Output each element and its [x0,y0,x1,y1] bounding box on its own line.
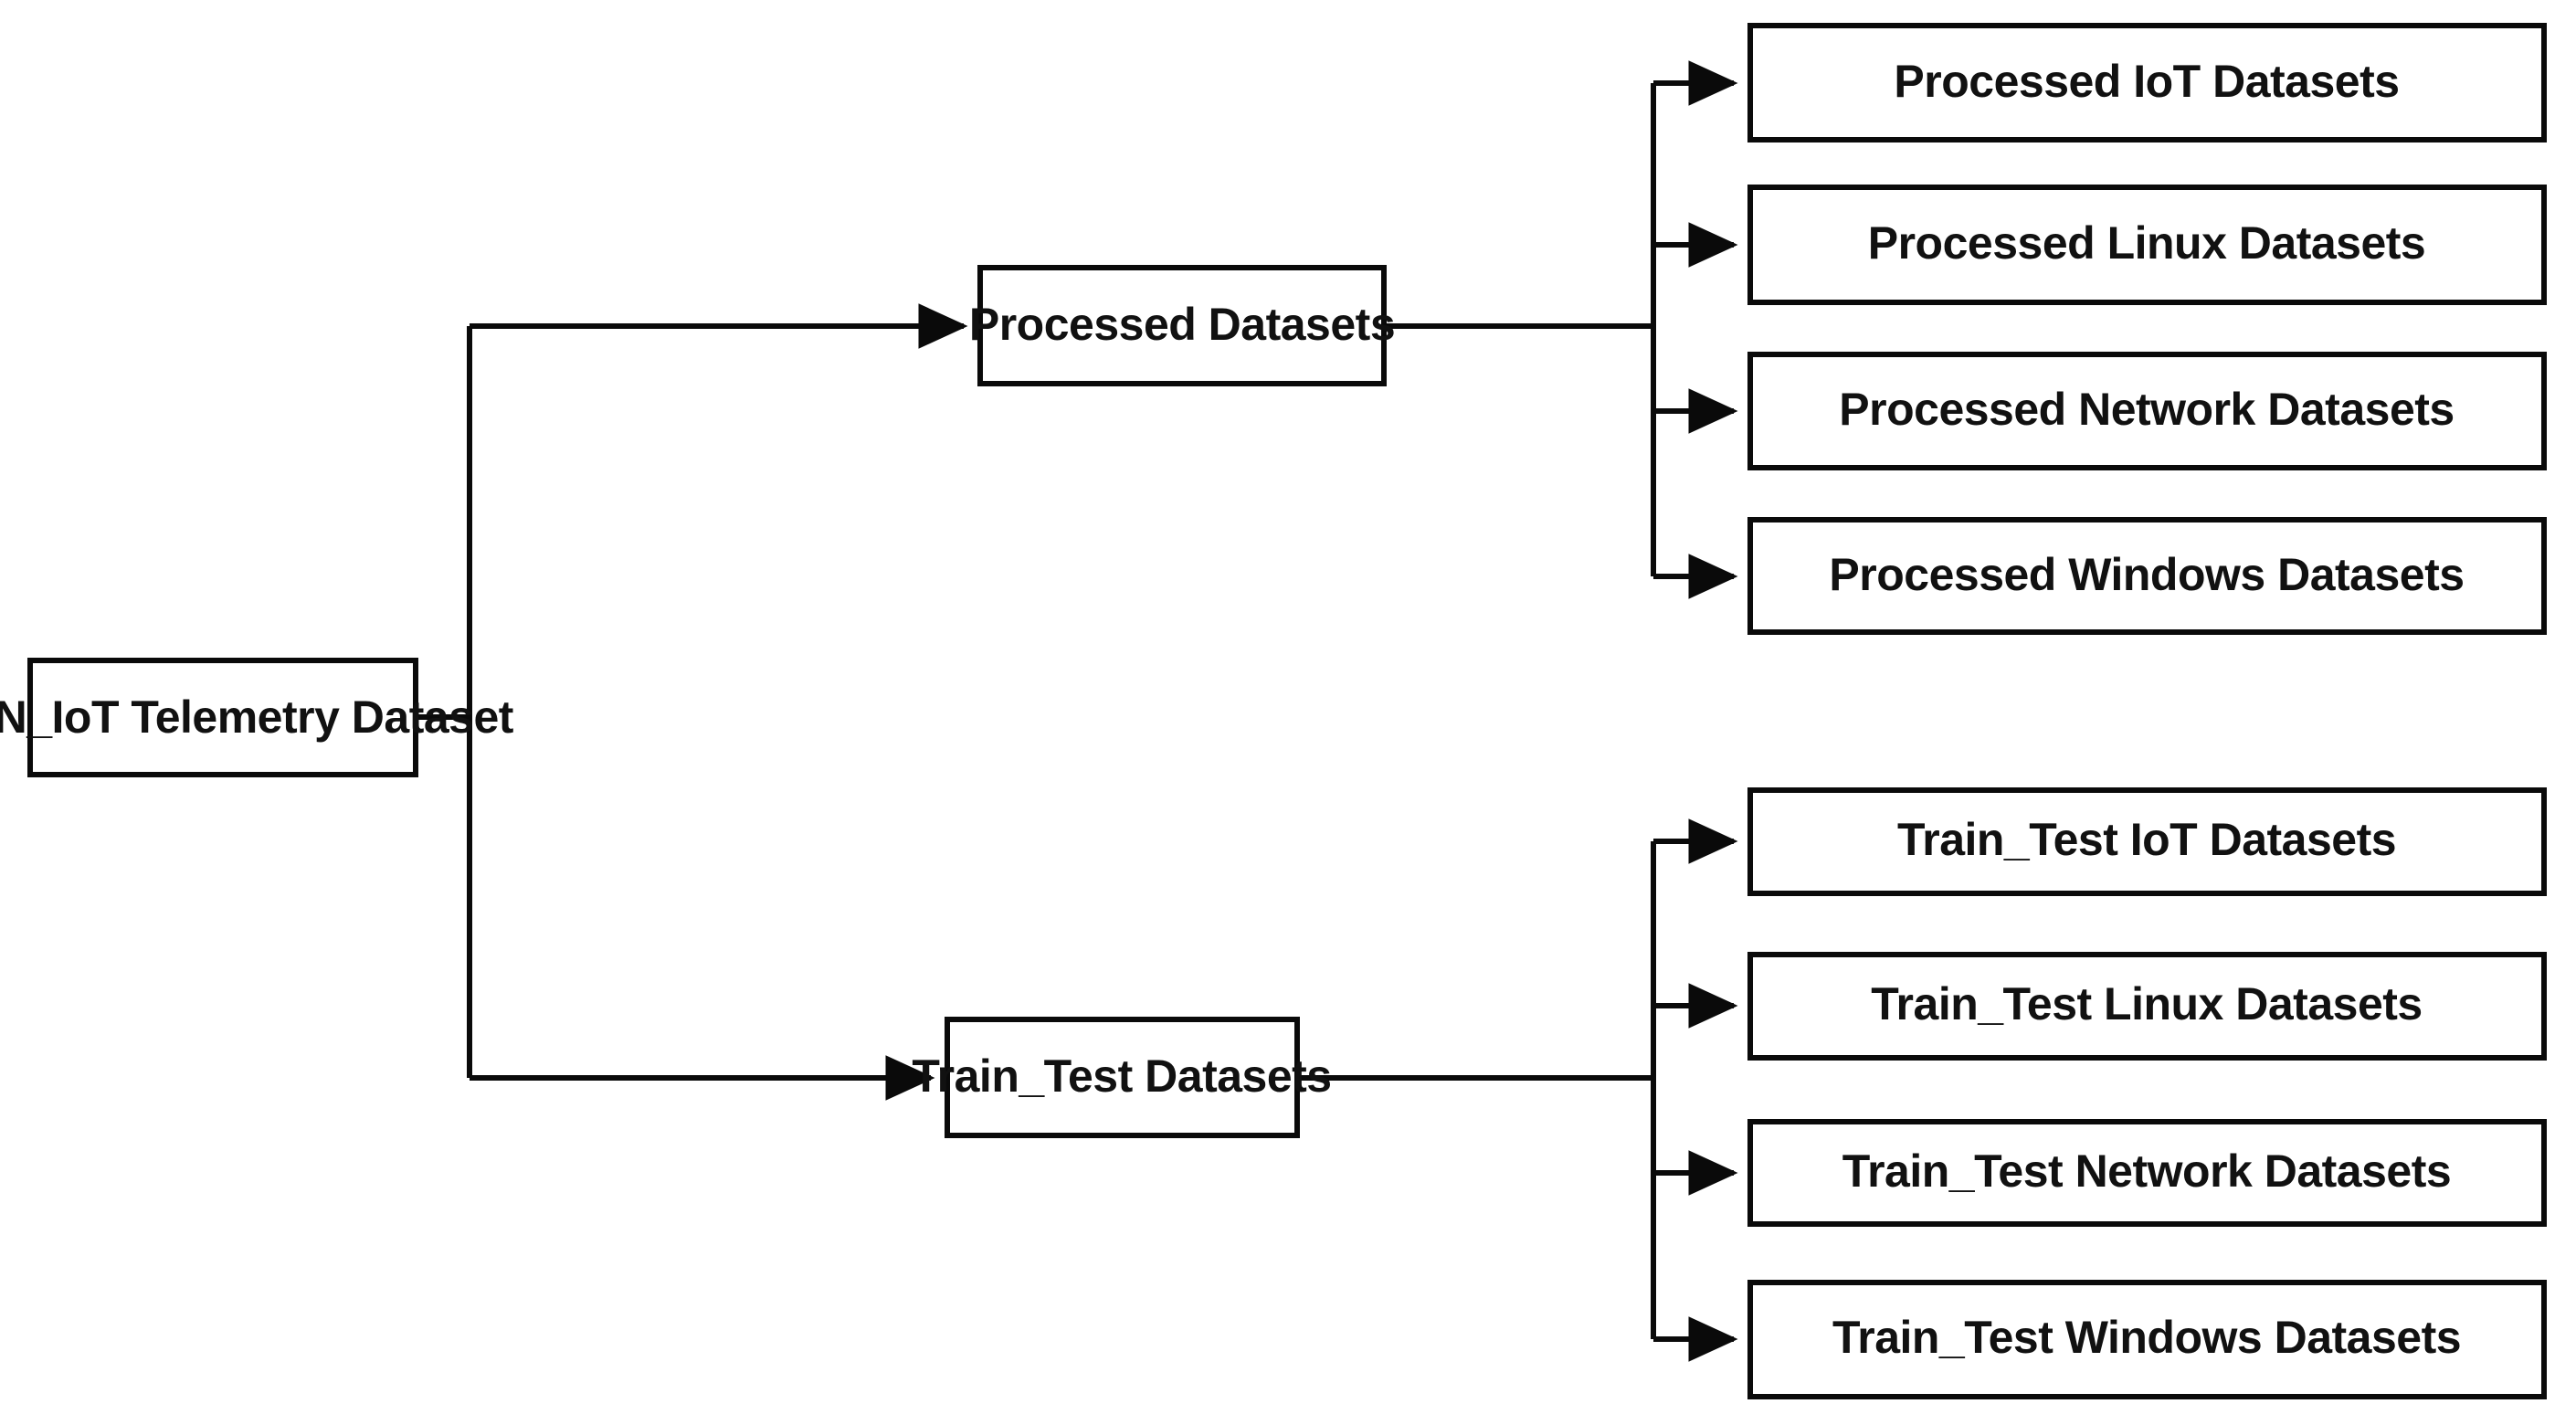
connector-group [416,60,1738,1362]
root-label: TON_IoT Telemetry Dataset [0,691,514,743]
node-train-test-datasets[interactable]: Train_Test Datasets [912,1017,1332,1138]
processed-datasets-box[interactable] [977,265,1387,386]
node-processed-windows-datasets[interactable]: Processed Windows Datasets [1747,517,2547,635]
node-processed-datasets[interactable]: Processed Datasets [969,265,1396,386]
root-box[interactable] [27,658,418,777]
train-test-iot-datasets-label: Train_Test IoT Datasets [1897,814,2396,865]
node-root[interactable]: TON_IoT Telemetry Dataset [0,658,514,777]
processed-iot-datasets-label: Processed IoT Datasets [1894,56,2399,107]
node-train-test-network-datasets[interactable]: Train_Test Network Datasets [1747,1119,2547,1227]
node-processed-network-datasets[interactable]: Processed Network Datasets [1747,352,2547,470]
node-train-test-iot-datasets[interactable]: Train_Test IoT Datasets [1747,787,2547,896]
train-test-datasets-label: Train_Test Datasets [912,1050,1331,1102]
node-train-test-linux-datasets[interactable]: Train_Test Linux Datasets [1747,952,2547,1061]
node-processed-iot-datasets[interactable]: Processed IoT Datasets [1747,23,2547,142]
processed-linux-datasets-label: Processed Linux Datasets [1868,217,2426,269]
train-test-windows-datasets-box[interactable] [1747,1280,2547,1399]
train-test-linux-datasets-box[interactable] [1747,952,2547,1061]
processed-network-datasets-box[interactable] [1747,352,2547,470]
processed-linux-datasets-box[interactable] [1747,185,2547,305]
processed-datasets-label: Processed Datasets [969,299,1395,350]
train-test-iot-datasets-box[interactable] [1747,787,2547,896]
processed-network-datasets-label: Processed Network Datasets [1839,384,2454,435]
processed-windows-datasets-label: Processed Windows Datasets [1829,549,2464,600]
train-test-network-datasets-box[interactable] [1747,1119,2547,1227]
train-test-windows-datasets-label: Train_Test Windows Datasets [1832,1312,2461,1363]
train-test-linux-datasets-label: Train_Test Linux Datasets [1871,978,2422,1029]
node-train-test-windows-datasets[interactable]: Train_Test Windows Datasets [1747,1280,2547,1399]
train-test-network-datasets-label: Train_Test Network Datasets [1842,1145,2451,1197]
processed-windows-datasets-box[interactable] [1747,517,2547,635]
processed-iot-datasets-box[interactable] [1747,23,2547,142]
train-test-datasets-box[interactable] [945,1017,1300,1138]
node-processed-linux-datasets[interactable]: Processed Linux Datasets [1747,185,2547,305]
